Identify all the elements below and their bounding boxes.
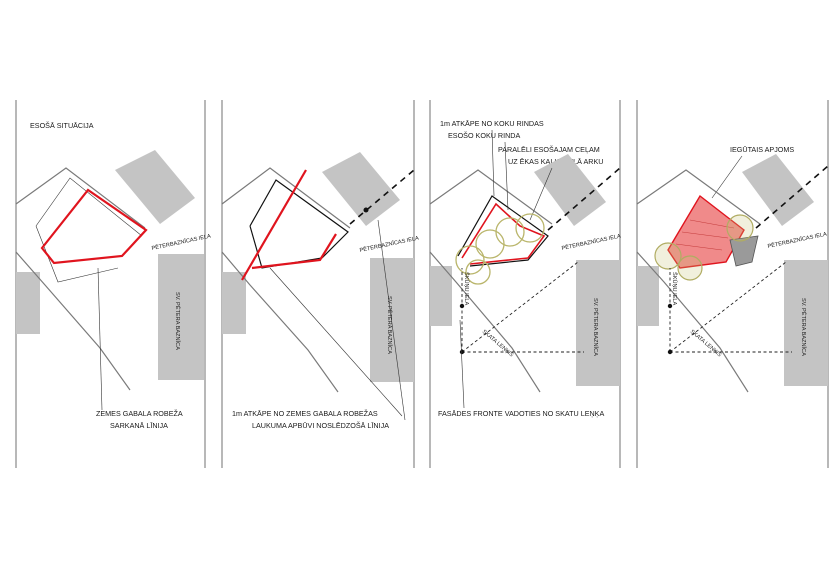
panel-2-leader-a bbox=[269, 267, 403, 417]
panel-2-callout-1: 1m ATKĀPE NO ZEMES GABALA ROBEŽAS bbox=[232, 409, 378, 418]
panel-3-church-building bbox=[576, 260, 620, 386]
panel-3-label-setback: 1m ATKĀPE NO KOKU RINDAS bbox=[440, 119, 544, 128]
panel-3-edge-a bbox=[429, 169, 553, 225]
panel-4-church-building bbox=[784, 260, 828, 386]
panel-4-view-point bbox=[667, 349, 673, 355]
panel-1-edge-d bbox=[35, 225, 119, 283]
panel-1-callout-1: ZEMES GABALA ROBEŽA bbox=[96, 409, 183, 418]
panel-3-tree-4 bbox=[515, 213, 545, 243]
panel-3-small-street: ŠKŪŅU IELA bbox=[463, 272, 470, 306]
panel-2-building-label: SV. PĒTERA BAZNĪCA bbox=[386, 296, 393, 354]
panel-1-church-building bbox=[158, 254, 204, 380]
panel-4-tree-1 bbox=[654, 242, 682, 270]
panel-2-church-building bbox=[370, 258, 414, 382]
panel-2-edge-b bbox=[221, 251, 339, 393]
panel-2: 1m ATKĀPE NO ZEMES GABALA ROBEŽAS LAUKUM… bbox=[221, 100, 420, 468]
panel-3-label-trees: ESOŠO KOKU RINDA bbox=[448, 131, 520, 140]
panel-3: 1m ATKĀPE NO KOKU RINDAS ESOŠO KOKU RIND… bbox=[429, 100, 622, 468]
panel-4: IEGŪTAIS APJOMS SKATA LEŅĶIS ŠKŪŅU IELA … bbox=[636, 100, 829, 468]
panel-2-callout-2: LAUKUMA APBŪVI NOSLĒDZOŠĀ LĪNIJA bbox=[252, 421, 389, 430]
panel-1-edge-b bbox=[15, 251, 131, 391]
panel-2-building-left bbox=[222, 272, 246, 334]
panel-2-edge-a bbox=[221, 167, 351, 229]
panel-1-title: ESOŠĀ SITUĀCIJA bbox=[30, 121, 94, 130]
panel-4-volume-hatch-1 bbox=[681, 231, 729, 239]
panel-3-building-label: SV. PĒTERA BAZNĪCA bbox=[592, 298, 599, 356]
panel-4-tree-2 bbox=[677, 255, 703, 281]
panel-2-axis-dot bbox=[363, 207, 369, 213]
panel-4-building-left bbox=[637, 266, 659, 326]
panel-4-tree-3 bbox=[726, 214, 754, 242]
panel-4-building-label: SV. PĒTERA BAZNĪCA bbox=[800, 298, 807, 356]
panel-2-building-top bbox=[322, 152, 400, 226]
panel-1-building-label: SV. PĒTERA BAZNĪCA bbox=[174, 292, 181, 350]
panel-3-building-left bbox=[430, 266, 452, 326]
panel-4-leader-a bbox=[711, 155, 743, 199]
panel-1-plot-boundary bbox=[40, 188, 148, 265]
panel-4-view-line-a bbox=[669, 261, 787, 353]
panel-4-edge-a bbox=[636, 169, 761, 225]
panel-2-leader-b bbox=[377, 219, 406, 421]
panel-3-plot-outline bbox=[457, 195, 549, 267]
panel-4-view-point-b bbox=[667, 303, 673, 309]
panel-3-tree-2 bbox=[475, 229, 505, 259]
panel-3-edge-b bbox=[429, 251, 541, 393]
panel-3-callout-1: FASĀDES FRONTE VADOTIES NO SKATU LEŅĶA bbox=[438, 409, 604, 418]
panel-2-red-setback-line bbox=[241, 169, 307, 281]
panel-4-street-axis bbox=[755, 165, 829, 229]
panel-1: ESOŠĀ SITUĀCIJA ZEMES GABALA ROBEŽA SARK… bbox=[15, 100, 212, 468]
panel-2-red-line-b bbox=[251, 233, 337, 270]
panel-3-tree-5 bbox=[465, 259, 491, 285]
panel-3-street-axis bbox=[547, 167, 621, 231]
panel-3-tree-3 bbox=[495, 217, 525, 247]
panel-2-street-axis bbox=[349, 169, 415, 225]
panel-3-view-line-a bbox=[461, 261, 579, 353]
panel-1-building-left bbox=[16, 272, 40, 334]
panel-3-street-label: PĒTERBAZNĪCAS IELA bbox=[561, 233, 622, 252]
panel-3-leader-d bbox=[459, 319, 465, 409]
panel-1-leader bbox=[97, 267, 103, 411]
panel-4-edge-b bbox=[636, 251, 749, 393]
panel-1-building-top bbox=[115, 150, 195, 224]
panel-3-view-point bbox=[459, 349, 465, 355]
panel-3-view-point-b bbox=[459, 303, 465, 309]
panel-3-view-label: SKATA LEŅĶIS bbox=[481, 329, 515, 359]
panel-4-volume-hatch-3 bbox=[675, 243, 723, 251]
panel-1-edge-a bbox=[15, 167, 146, 229]
panel-1-street-label: PĒTERBAZNĪCAS IELA bbox=[151, 233, 212, 252]
panel-4-building-top bbox=[742, 154, 814, 226]
panel-3-label-parallel-1: PARALĒLI ESOŠAJAM CEĻAM bbox=[498, 145, 600, 154]
panel-4-street-label: PĒTERBAZNĪCAS IELA bbox=[767, 231, 828, 250]
panel-3-leader-c bbox=[529, 167, 553, 221]
panel-3-building-top bbox=[534, 154, 606, 226]
panel-2-plot-outline bbox=[249, 179, 349, 269]
panel-3-leader-a bbox=[491, 129, 495, 197]
panel-3-tree-1 bbox=[455, 245, 485, 275]
panel-2-street-label: PĒTERBAZNĪCAS IELA bbox=[359, 235, 420, 254]
panel-4-view-label: SKATA LEŅĶIS bbox=[689, 329, 723, 359]
panel-1-callout-2: SARKANĀ LĪNIJA bbox=[110, 421, 168, 430]
panel-3-leader-b bbox=[504, 141, 509, 211]
panel-4-small-street: ŠKŪŅU IELA bbox=[671, 272, 678, 306]
panel-3-red-outline bbox=[461, 202, 546, 265]
panel-1-edge-c bbox=[35, 177, 143, 237]
panel-4-label-volume: IEGŪTAIS APJOMS bbox=[730, 145, 794, 154]
